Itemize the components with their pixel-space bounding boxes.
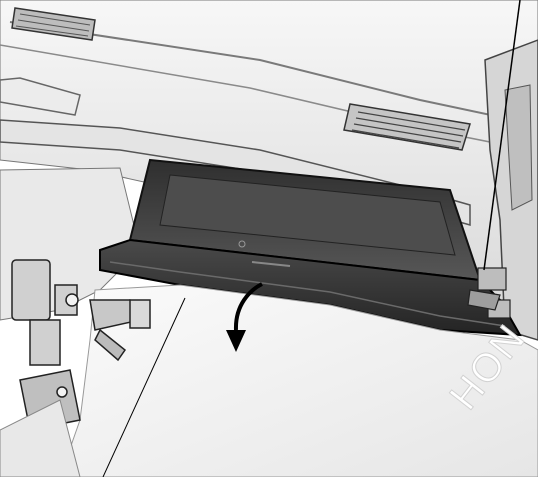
left-vent-surround — [0, 77, 81, 116]
lower-floor-area — [59, 284, 538, 477]
dash-trim-line-lower — [0, 44, 521, 149]
glove-box-interior-wall — [159, 174, 456, 256]
glove-box-door-edge — [109, 261, 506, 327]
right-vent-louvers — [351, 111, 466, 149]
callout-leader-bottom — [102, 297, 186, 477]
callout-leader-top-right — [483, 0, 521, 271]
curved-arrow-head — [226, 330, 246, 352]
left-vent-louvers — [15, 13, 91, 37]
glove-box-latch-hole — [238, 240, 246, 248]
right-door-seal — [504, 84, 533, 211]
dash-ledge — [0, 119, 471, 226]
dash-trim-line-upper — [9, 21, 538, 126]
glove-box-door-handle — [251, 261, 291, 267]
curved-arrow-down-icon — [233, 282, 263, 331]
left-lower-bracket — [0, 399, 81, 477]
right-hinge-hardware — [467, 267, 511, 319]
